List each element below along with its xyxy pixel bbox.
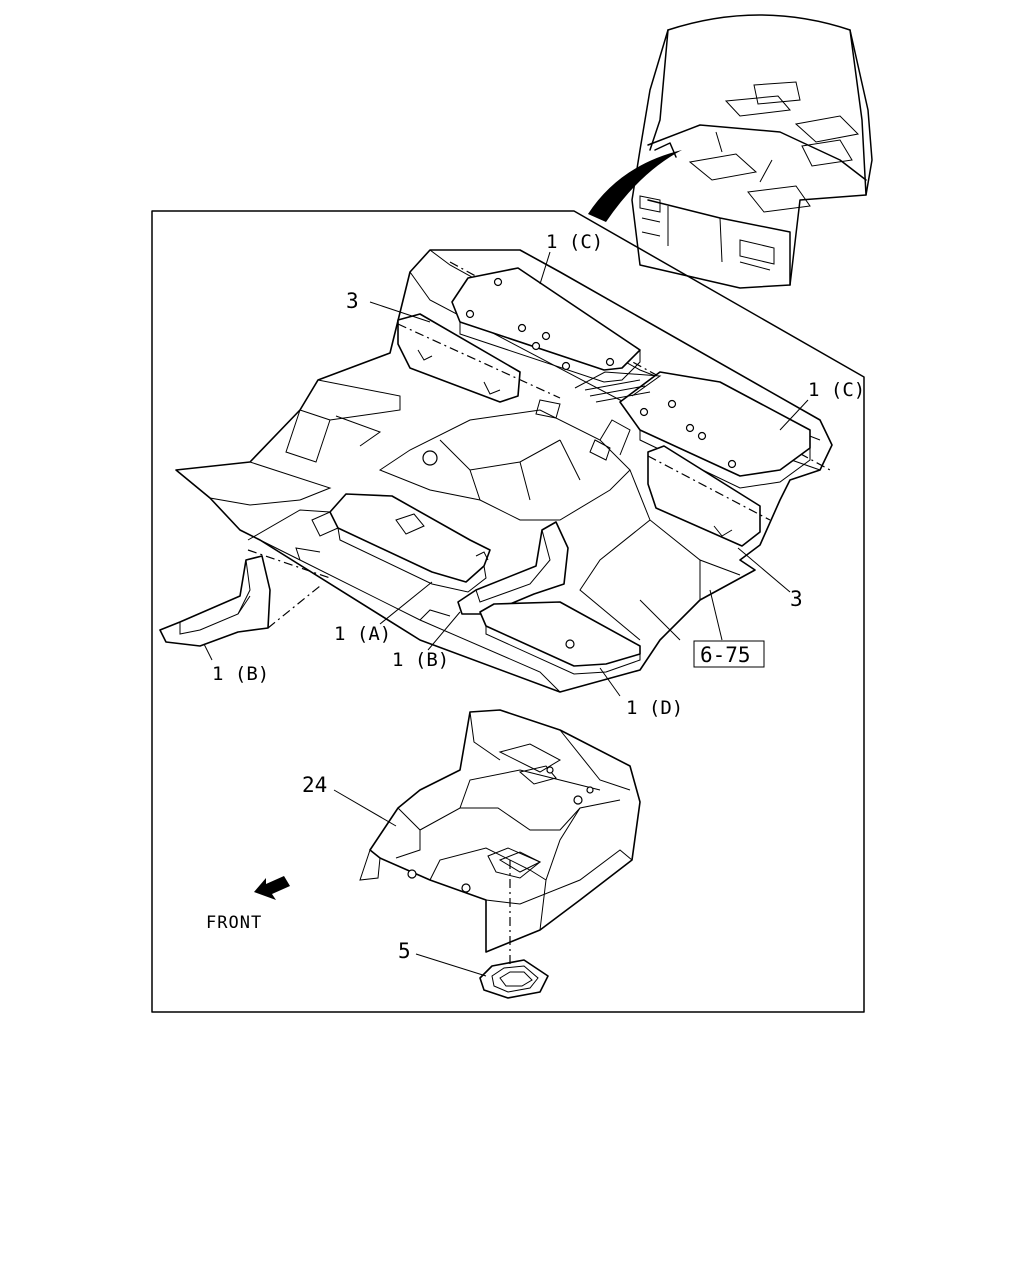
mat-1a	[247, 493, 491, 593]
front-label: FRONT	[206, 913, 262, 933]
callout-1c-top: 1 (C)	[546, 231, 603, 253]
floor-pan-24	[359, 709, 641, 953]
trim-3-right	[647, 445, 771, 547]
callout-24: 24	[302, 773, 327, 797]
callout-1b-center: 1 (B)	[392, 649, 449, 671]
mat-1d	[479, 601, 641, 675]
reference-box[interactable]: 6-75	[693, 640, 765, 668]
callout-1a: 1 (A)	[334, 623, 391, 645]
front-indicator: FRONT	[206, 876, 290, 933]
front-arrow-icon	[254, 876, 290, 900]
cab-inset	[588, 14, 873, 289]
mat-1c-right	[619, 371, 811, 489]
boot-5	[479, 959, 549, 999]
trim-1b-center	[457, 521, 569, 615]
trim-3-left	[397, 313, 561, 403]
diagram-frame	[151, 210, 865, 1013]
leader-lines	[203, 251, 809, 977]
callout-1b-left: 1 (B)	[212, 663, 269, 685]
mat-1c-left	[451, 267, 641, 383]
callout-5: 5	[398, 939, 411, 963]
callout-3-left: 3	[346, 289, 359, 313]
reference-box-label: 6-75	[700, 643, 751, 667]
callout-1d: 1 (D)	[626, 697, 683, 719]
trim-1b-left	[159, 549, 331, 647]
callout-3-right: 3	[790, 587, 803, 611]
callout-1c-right: 1 (C)	[808, 379, 865, 401]
